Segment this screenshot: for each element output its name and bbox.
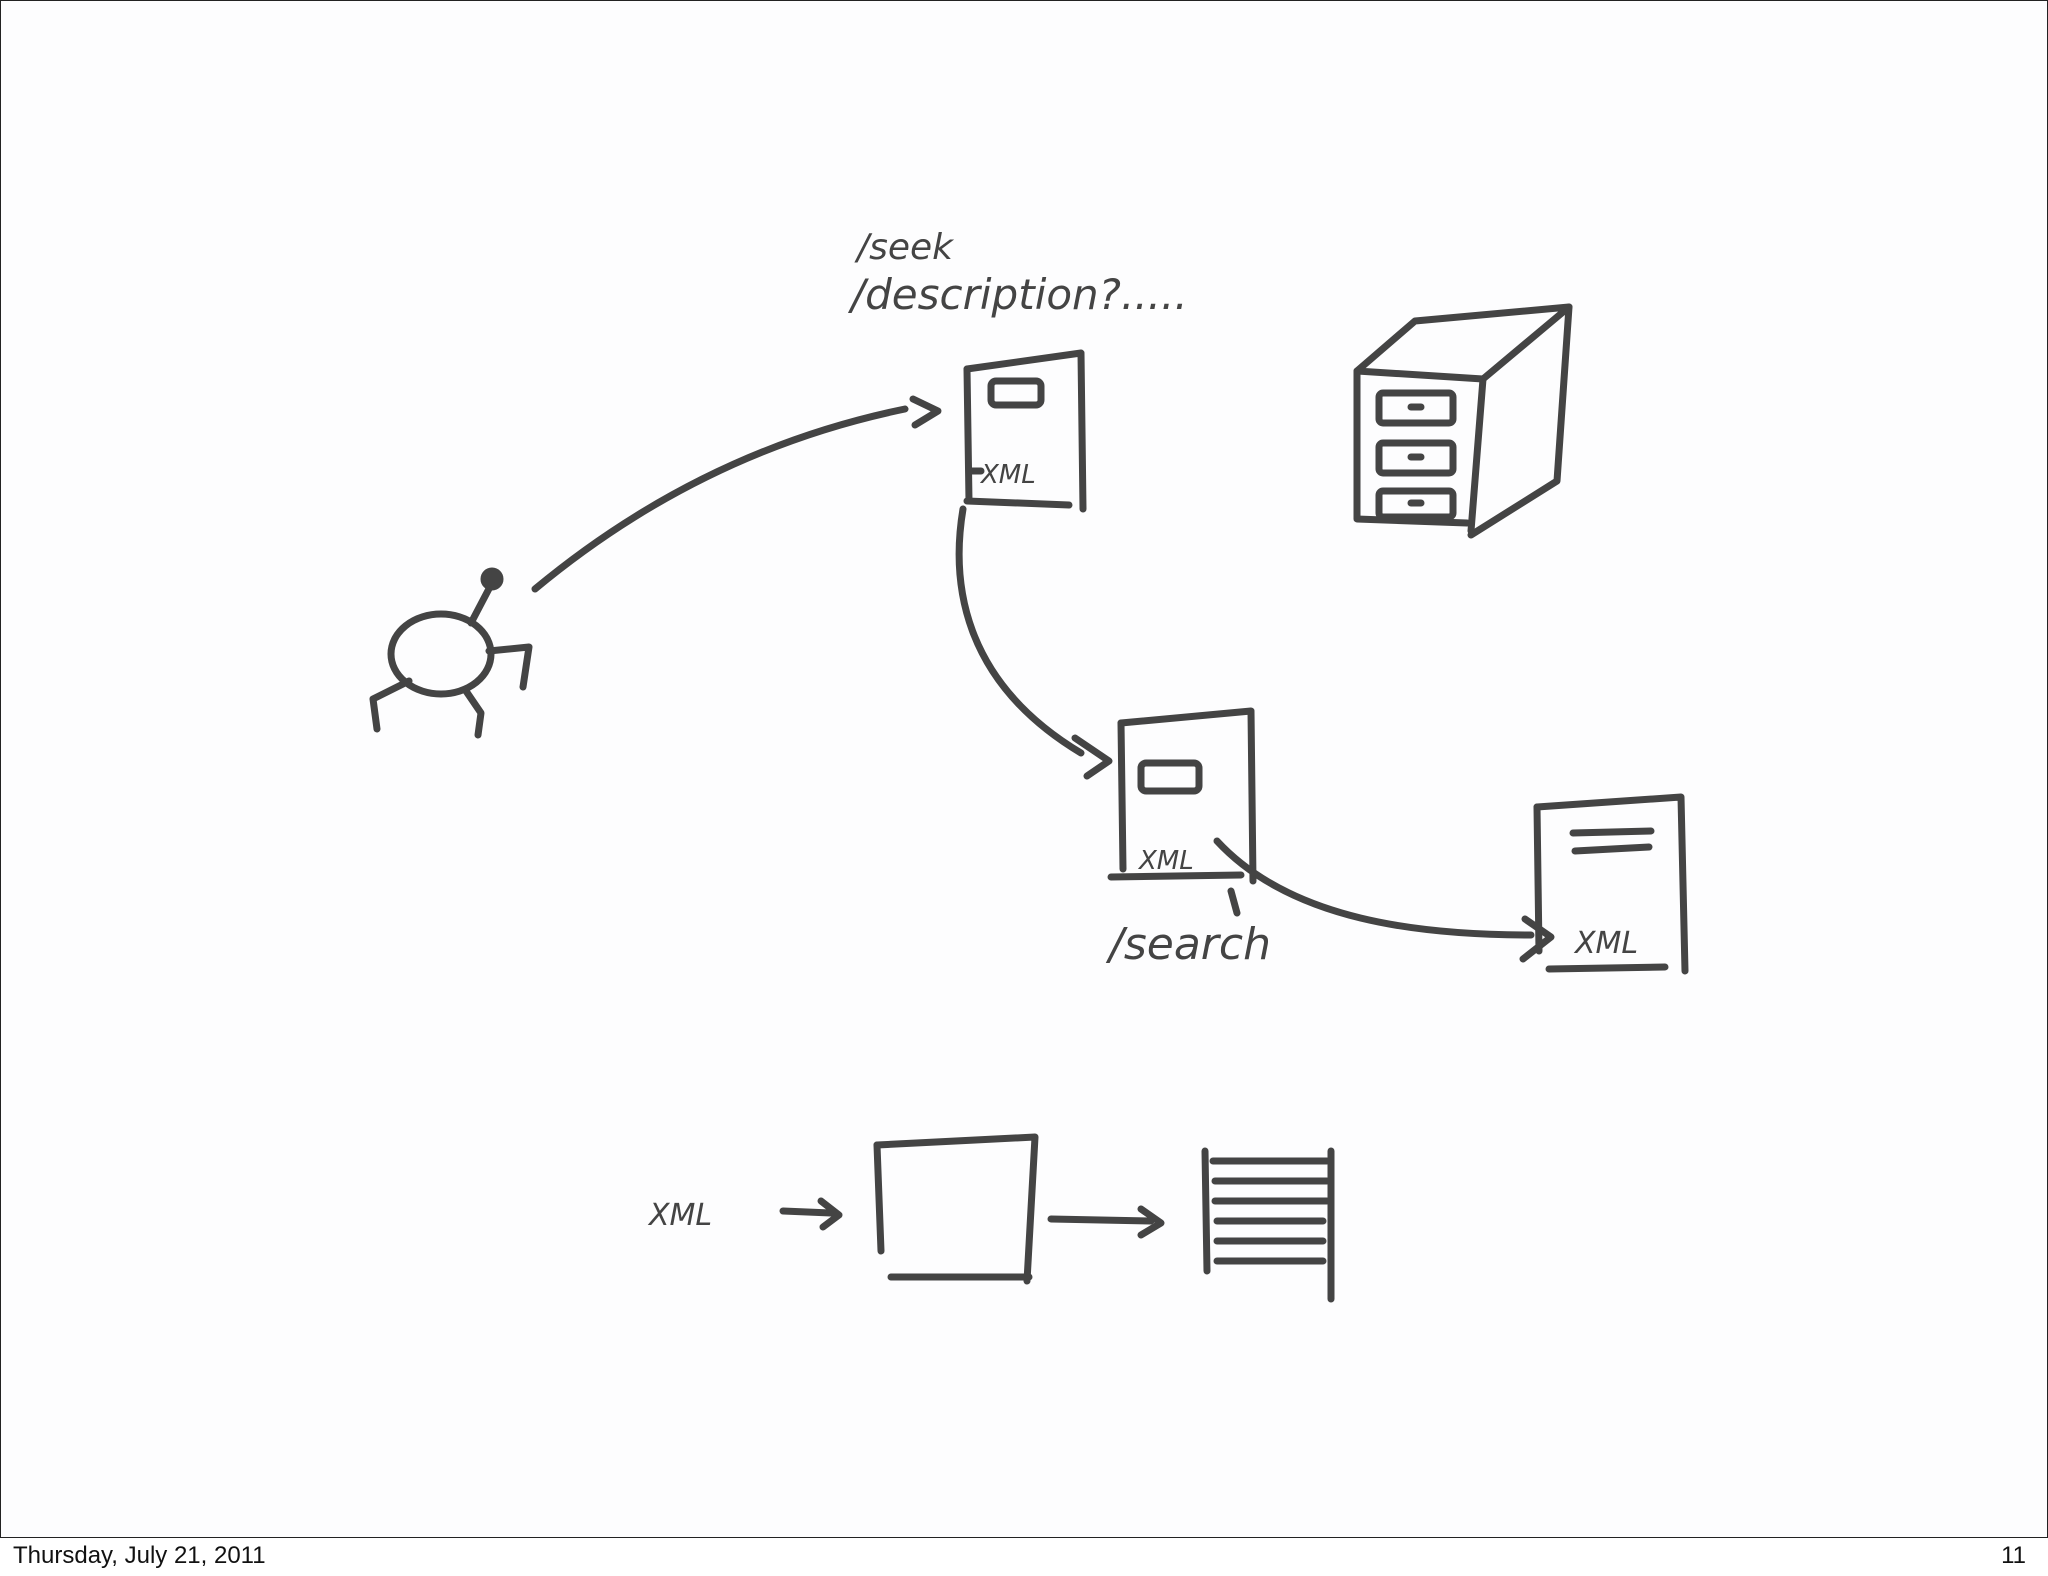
crawler-spider-icon [369, 567, 533, 739]
processor-box-icon [873, 1133, 1039, 1285]
slide: /seek /description?..... XML XML /search… [0, 0, 2048, 1538]
arrow-xml-to-processor [779, 1207, 835, 1217]
footer-date: Thursday, July 21, 2011 [13, 1542, 266, 1569]
label-xml-server3: XML [1573, 926, 1638, 961]
label-xml-server2: XML [1137, 846, 1194, 876]
label-xml-server1: XML [979, 460, 1036, 490]
lined-document-icon [1201, 1147, 1335, 1303]
diagram-canvas: /seek /description?..... XML XML /search… [369, 227, 1689, 1303]
slide-footer: Thursday, July 21, 2011 11 [0, 1538, 2048, 1576]
arrow-server1-to-server2 [955, 505, 1085, 757]
server1-icon [963, 349, 1087, 513]
label-xml-pipeline: XML [647, 1198, 712, 1233]
label-search: /search [1105, 919, 1271, 970]
server3-icon [1533, 793, 1689, 975]
server2-icon [1107, 707, 1257, 917]
page-number: 11 [2001, 1542, 2026, 1569]
label-seek: /seek [854, 227, 955, 268]
arrow-server2-to-server3 [1213, 837, 1535, 939]
arrow-crawler-to-server1 [531, 405, 909, 593]
arrow-processor-to-document [1047, 1215, 1155, 1225]
label-description: /description?..... [847, 270, 1188, 319]
filing-cabinet-icon [1353, 303, 1573, 539]
